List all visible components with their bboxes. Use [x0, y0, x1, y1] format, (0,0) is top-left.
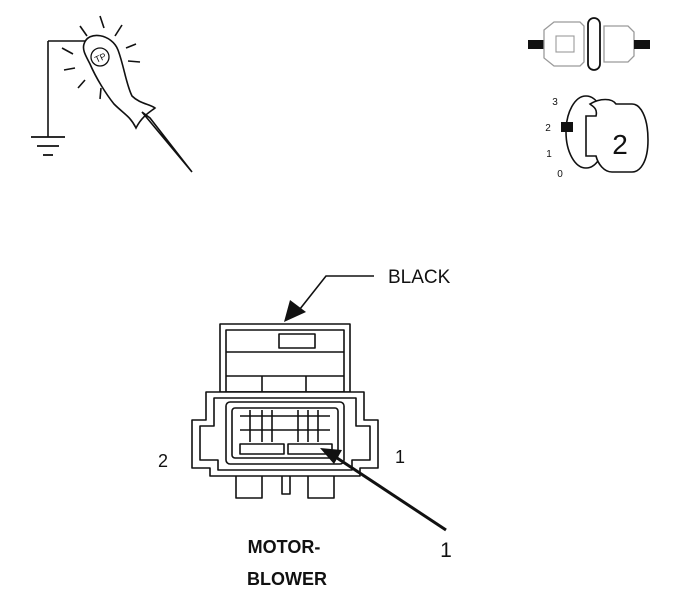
probe-badge [90, 47, 110, 67]
blower-motor-connector [191, 323, 379, 499]
wire-color-label: BLACK [388, 267, 451, 288]
switch-position-2: 2 [545, 123, 551, 134]
pin-1-label: 1 [395, 447, 405, 467]
switch-selected-position: 2 [612, 129, 628, 160]
light-rays-icon [61, 15, 141, 100]
connector-side-icon [528, 17, 650, 71]
pin-2-label: 2 [158, 451, 168, 471]
component-label-line2: BLOWER [247, 569, 327, 589]
switch-position-1: 1 [546, 149, 552, 160]
probe-badge-text: TP [93, 51, 108, 65]
switch-position-3: 3 [552, 97, 558, 108]
callout-arrow [320, 448, 447, 532]
switch-position-icon: 3 2 1 0 2 [545, 95, 649, 180]
switch-marker [561, 122, 573, 132]
test-probe-icon: TP [31, 15, 193, 173]
component-label-line1: MOTOR- [248, 537, 321, 557]
wire-color-leader [284, 275, 374, 322]
switch-position-0: 0 [557, 169, 563, 180]
ground-symbol-icon [31, 136, 65, 156]
callout-number: 1 [440, 539, 452, 562]
